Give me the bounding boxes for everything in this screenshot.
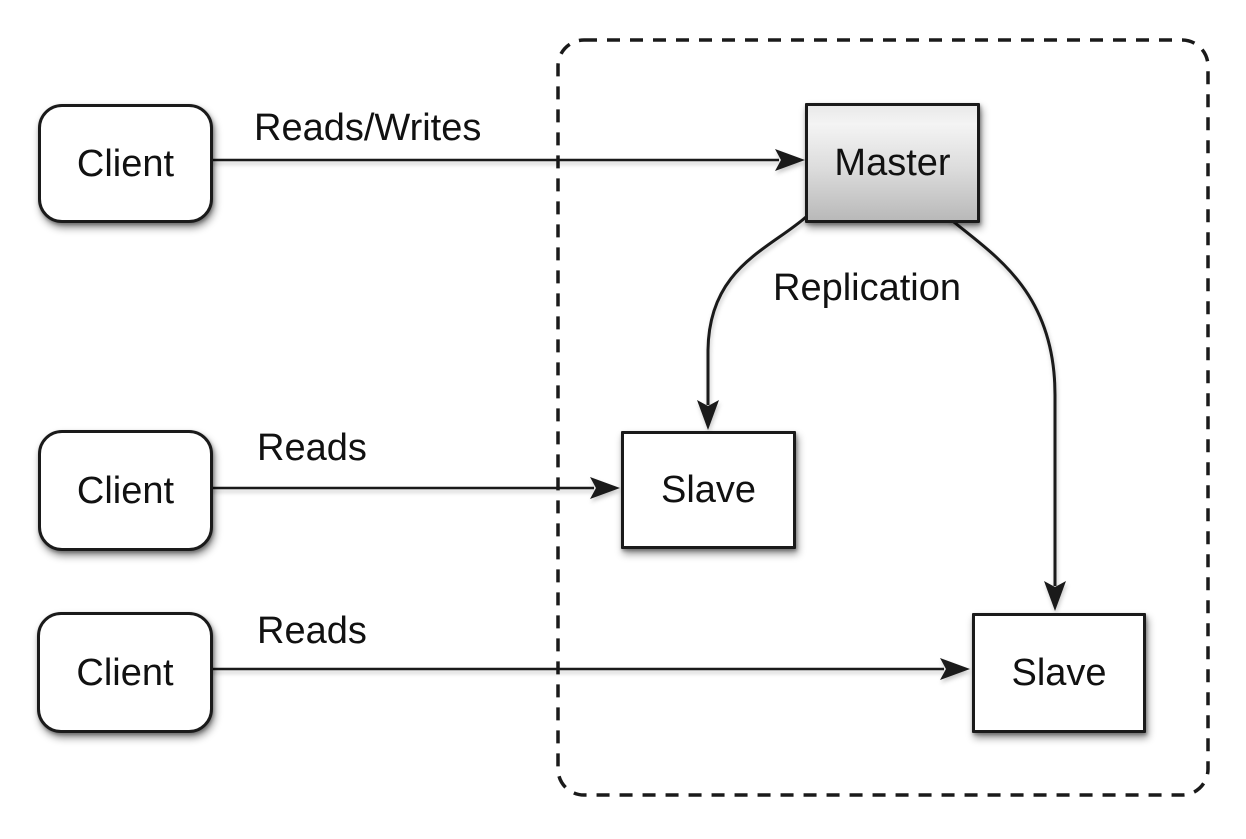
edge-master-slave1-arrowhead-icon bbox=[697, 400, 719, 430]
node-client-1: Client bbox=[38, 104, 213, 223]
node-master: Master bbox=[805, 103, 980, 223]
edge-label-reads-writes: Reads/Writes bbox=[254, 107, 482, 149]
node-slave-2: Slave bbox=[972, 613, 1146, 733]
edge-label-reads-client3: Reads bbox=[257, 610, 367, 652]
edge-master-slave2-arrowhead-icon bbox=[1044, 581, 1066, 611]
node-slave-1-label: Slave bbox=[660, 469, 757, 511]
node-slave-1: Slave bbox=[621, 431, 796, 549]
edge-client3-slave2-arrowhead-icon bbox=[940, 658, 970, 680]
node-client-2: Client bbox=[38, 430, 213, 551]
edge-client2-slave1-arrowhead-icon bbox=[590, 477, 620, 499]
node-master-label: Master bbox=[834, 142, 951, 184]
edge-client1-master-arrowhead-icon bbox=[775, 149, 805, 171]
node-client-3: Client bbox=[37, 612, 213, 733]
node-slave-2-label: Slave bbox=[1011, 652, 1107, 694]
node-client-1-label: Client bbox=[76, 142, 175, 185]
server-group-dashed-boundary bbox=[556, 38, 1210, 797]
edge-label-reads-client2: Reads bbox=[257, 427, 367, 469]
node-client-2-label: Client bbox=[76, 469, 175, 512]
node-client-3-label: Client bbox=[76, 651, 174, 694]
edge-master-slave2-curve bbox=[948, 216, 1057, 586]
edge-master-slave1-curve bbox=[706, 215, 807, 405]
edge-label-replication: Replication bbox=[773, 267, 961, 309]
